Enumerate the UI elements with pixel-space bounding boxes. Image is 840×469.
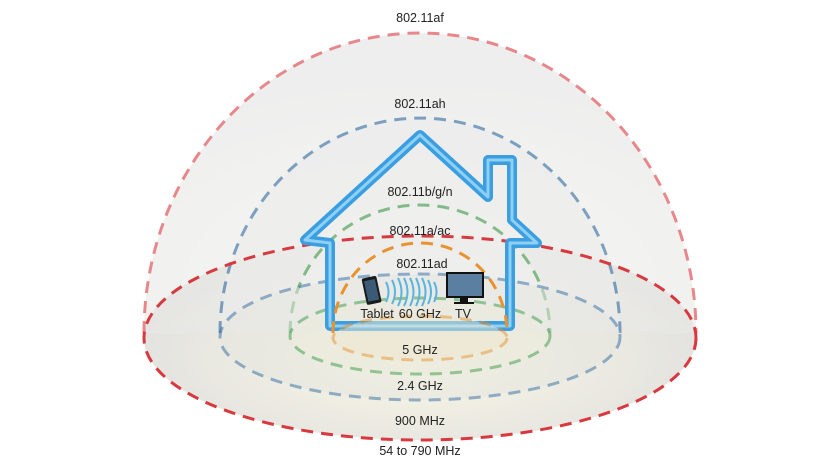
label-900mhz: 900 MHz [395,414,445,428]
label-54-790mhz: 54 to 790 MHz [379,444,460,458]
dome-ac [331,241,509,334]
ground-ellipse-af-line [142,234,698,442]
tv-icon [446,272,484,304]
label-60ghz: 60 GHz [399,307,441,321]
house-icon [300,130,542,331]
label-tablet: Tablet [360,307,394,321]
label-802-11ac: 802.11a/ac [390,224,451,238]
label-5ghz: 5 GHz [402,343,437,357]
label-802-11af: 802.11af [396,11,444,25]
tablet-icon [361,275,382,305]
label-802-11ad: 802.11ad [396,257,447,271]
ground-ellipse-ac [331,314,509,362]
label-tv: TV [455,307,472,321]
label-802-11ah: 802.11ah [394,97,445,111]
signal-waves-icon [385,277,438,307]
label-802-11bgn: 802.11b/g/n [387,185,452,199]
label-2-4ghz: 2.4 GHz [397,379,443,393]
